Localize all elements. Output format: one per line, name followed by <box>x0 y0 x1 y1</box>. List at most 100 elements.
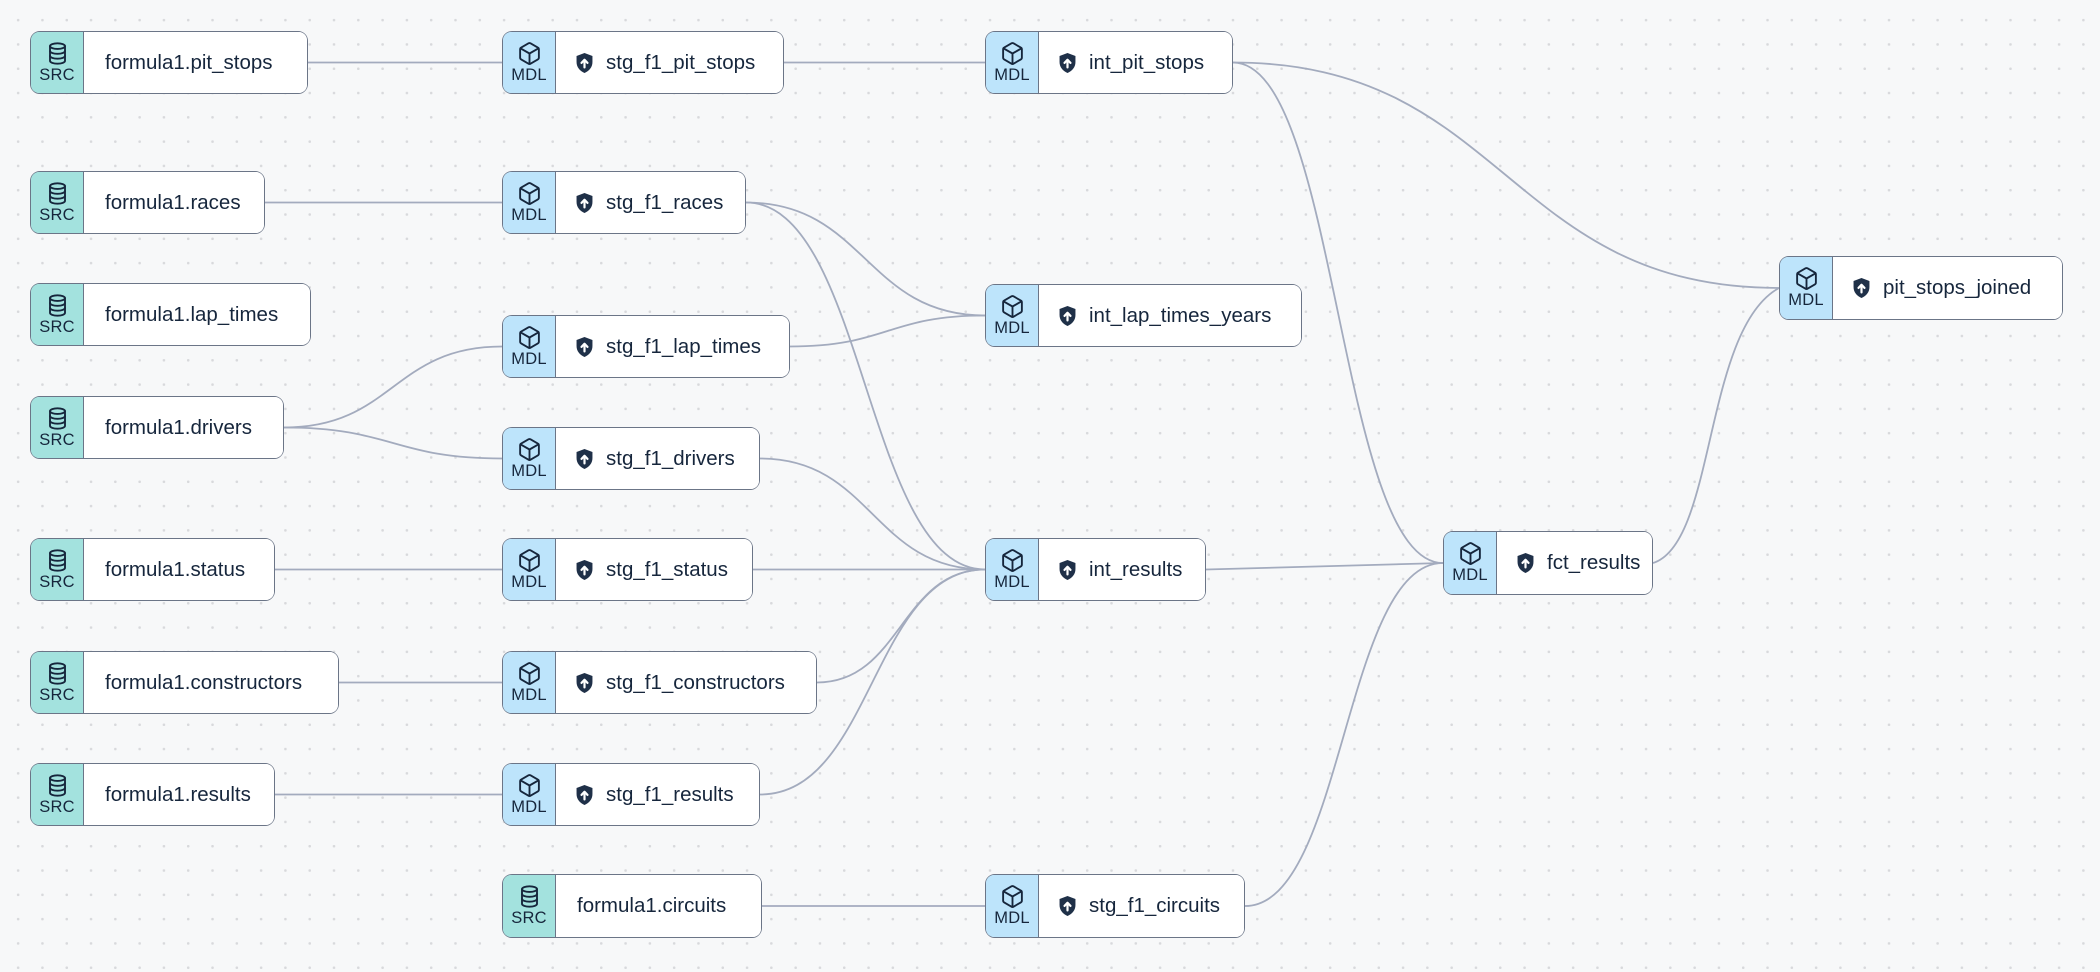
node-int-lap-times-years[interactable]: MDL int_lap_times_years <box>985 284 1302 347</box>
cube-icon <box>1000 41 1025 66</box>
node-body: int_lap_times_years <box>1039 285 1301 346</box>
node-type-label: SRC <box>39 65 75 84</box>
node-stg-circuits[interactable]: MDL stg_f1_circuits <box>985 874 1245 938</box>
node-type-badge: MDL <box>986 875 1039 937</box>
node-label: stg_f1_drivers <box>606 446 735 470</box>
node-type-label: SRC <box>39 572 75 591</box>
cube-icon <box>517 325 542 350</box>
node-type-label: MDL <box>511 65 547 84</box>
node-type-label: MDL <box>511 797 547 816</box>
edge-stg-races-to-int-results <box>745 201 986 571</box>
node-stg-results[interactable]: MDL stg_f1_results <box>502 763 760 826</box>
database-icon <box>45 548 70 573</box>
node-type-label: SRC <box>39 797 75 816</box>
shield-icon <box>573 671 596 695</box>
shield-icon <box>1056 304 1079 328</box>
node-stg-constructors[interactable]: MDL stg_f1_constructors <box>502 651 817 714</box>
shield-icon <box>573 558 596 582</box>
node-body: fct_results <box>1497 532 1652 594</box>
node-pit-stops-joined[interactable]: MDL pit_stops_joined <box>1779 256 2063 320</box>
node-type-badge: SRC <box>31 284 84 345</box>
node-type-label: MDL <box>511 461 547 480</box>
node-src-drivers[interactable]: SRC formula1.drivers <box>30 396 284 459</box>
shield-icon <box>573 783 596 807</box>
shield-icon <box>1056 558 1079 582</box>
node-src-pit-stops[interactable]: SRC formula1.pit_stops <box>30 31 308 94</box>
node-stg-pit-stops[interactable]: MDL stg_f1_pit_stops <box>502 31 784 94</box>
node-body: stg_f1_drivers <box>556 428 759 489</box>
node-type-badge: SRC <box>31 539 84 600</box>
node-label: formula1.status <box>105 557 246 581</box>
node-type-label: MDL <box>994 909 1030 927</box>
node-type-label: MDL <box>1788 291 1824 309</box>
edge-src-drivers-to-stg-lap-times <box>283 345 503 429</box>
node-src-results[interactable]: SRC formula1.results <box>30 763 275 826</box>
node-label: int_results <box>1089 557 1183 581</box>
node-type-badge: SRC <box>31 172 84 233</box>
edge-stg-constructors-to-int-results <box>816 568 986 684</box>
node-label: stg_f1_races <box>606 190 724 214</box>
node-label: pit_stops_joined <box>1883 276 2032 299</box>
node-type-badge: MDL <box>503 172 556 233</box>
node-label: stg_f1_pit_stops <box>606 50 756 74</box>
node-type-badge: MDL <box>503 316 556 377</box>
cube-icon <box>517 548 542 573</box>
node-body: formula1.results <box>84 764 274 825</box>
node-type-label: SRC <box>39 430 75 449</box>
node-type-label: SRC <box>511 909 547 927</box>
shield-icon <box>1850 276 1873 300</box>
database-icon <box>45 661 70 686</box>
node-type-badge: SRC <box>503 875 556 937</box>
shield-icon <box>573 335 596 359</box>
node-type-label: MDL <box>994 572 1030 591</box>
node-body: stg_f1_circuits <box>1039 875 1244 937</box>
node-src-circuits[interactable]: SRC formula1.circuits <box>502 874 762 938</box>
node-body: formula1.circuits <box>556 875 761 937</box>
cube-icon <box>1000 884 1025 909</box>
node-label: formula1.pit_stops <box>105 50 273 74</box>
edge-int-results-to-fct-results <box>1205 562 1444 571</box>
node-stg-races[interactable]: MDL stg_f1_races <box>502 171 746 234</box>
node-stg-lap-times[interactable]: MDL stg_f1_lap_times <box>502 315 790 378</box>
database-icon <box>45 293 70 318</box>
cube-icon <box>1000 294 1025 319</box>
node-body: formula1.drivers <box>84 397 283 458</box>
node-body: formula1.constructors <box>84 652 338 713</box>
node-type-label: MDL <box>511 349 547 368</box>
node-type-badge: MDL <box>1780 257 1833 319</box>
edge-stg-lap-times-to-int-lap-times-years <box>789 314 986 348</box>
node-label: formula1.races <box>105 190 241 214</box>
node-label: fct_results <box>1547 551 1641 574</box>
node-fct-results[interactable]: MDL fct_results <box>1443 531 1653 595</box>
node-type-badge: MDL <box>986 539 1039 600</box>
cube-icon <box>517 41 542 66</box>
node-label: stg_f1_lap_times <box>606 334 761 358</box>
node-type-badge: SRC <box>31 652 84 713</box>
node-type-badge: SRC <box>31 32 84 93</box>
node-src-status[interactable]: SRC formula1.status <box>30 538 275 601</box>
node-type-label: MDL <box>994 65 1030 84</box>
node-body: stg_f1_pit_stops <box>556 32 783 93</box>
node-src-races[interactable]: SRC formula1.races <box>30 171 265 234</box>
node-type-label: MDL <box>511 685 547 704</box>
node-type-badge: MDL <box>1444 532 1497 594</box>
cube-icon <box>517 773 542 798</box>
node-stg-drivers[interactable]: MDL stg_f1_drivers <box>502 427 760 490</box>
node-body: formula1.pit_stops <box>84 32 307 93</box>
node-label: stg_f1_circuits <box>1089 894 1221 917</box>
node-body: stg_f1_constructors <box>556 652 816 713</box>
node-type-badge: MDL <box>503 428 556 489</box>
node-type-label: MDL <box>994 318 1030 337</box>
node-label: formula1.drivers <box>105 415 252 439</box>
node-label: stg_f1_results <box>606 782 734 806</box>
shield-icon <box>1056 51 1079 75</box>
cube-icon <box>517 181 542 206</box>
edge-src-drivers-to-stg-drivers <box>283 426 503 460</box>
node-int-results[interactable]: MDL int_results <box>985 538 1206 601</box>
node-body: formula1.lap_times <box>84 284 310 345</box>
